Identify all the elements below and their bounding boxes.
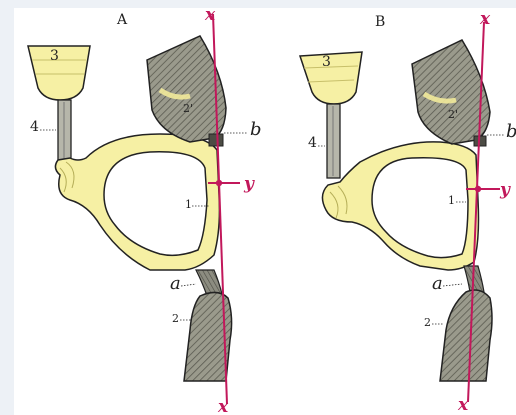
label-x-bottom-b: x bbox=[457, 395, 469, 415]
label-a-a-b: a bbox=[432, 273, 443, 294]
label-3-a: 3 bbox=[50, 48, 59, 64]
label-b-a: b bbox=[250, 119, 262, 140]
label-x-top-a: x bbox=[204, 5, 216, 25]
label-y-a: y bbox=[243, 174, 255, 194]
label-4-a: 4 bbox=[30, 119, 39, 135]
label-2-a: 2 bbox=[172, 312, 179, 325]
label-2prime-a: 2' bbox=[183, 102, 193, 115]
label-2-b: 2 bbox=[424, 316, 431, 329]
label-1-a: 1 bbox=[185, 198, 192, 211]
panel-b: B 3 4 1 2' b a 2 x x bbox=[300, 9, 516, 415]
label-y-b: y bbox=[499, 180, 511, 200]
panel-b-letter: B bbox=[375, 14, 385, 30]
panel-a-letter: A bbox=[116, 12, 128, 28]
label-2prime-b: 2' bbox=[448, 108, 458, 121]
pivot-point-a bbox=[216, 180, 222, 186]
bone-3-b bbox=[300, 52, 362, 104]
label-3-b: 3 bbox=[322, 54, 331, 70]
label-a-a: a bbox=[170, 273, 181, 294]
bone-2prime-b bbox=[412, 40, 490, 144]
joint-b-a bbox=[209, 134, 223, 146]
label-1-b: 1 bbox=[448, 194, 455, 207]
panel-a: A 3 4 1 2' b a 2 x x bbox=[28, 5, 262, 415]
label-4-b: 4 bbox=[308, 135, 317, 151]
pivot-point-b bbox=[475, 186, 481, 192]
bone-2-b bbox=[440, 290, 492, 381]
bone-3-a bbox=[28, 46, 90, 100]
label-x-top-b: x bbox=[479, 9, 491, 29]
label-b-b: b bbox=[506, 121, 516, 142]
label-x-bottom-a: x bbox=[217, 397, 229, 415]
